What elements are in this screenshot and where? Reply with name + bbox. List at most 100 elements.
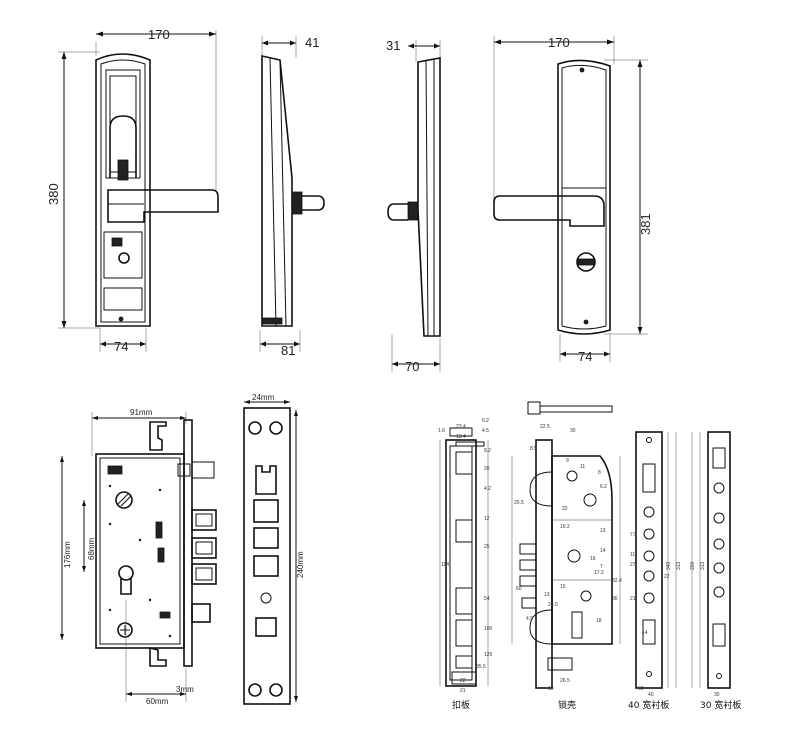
svg-text:27: 27 xyxy=(630,562,636,568)
svg-text:8.5: 8.5 xyxy=(530,446,537,452)
svg-text:15: 15 xyxy=(560,584,566,590)
svg-text:36: 36 xyxy=(612,596,618,602)
svg-text:100: 100 xyxy=(484,626,493,632)
side-escutcheon xyxy=(261,55,293,327)
svg-text:21: 21 xyxy=(460,688,466,694)
svg-text:26.5: 26.5 xyxy=(560,678,570,684)
strike-caption: 扣板 xyxy=(452,699,470,711)
screw-icon xyxy=(117,622,133,638)
strike-plate xyxy=(445,439,477,687)
strike-plate-detail: 1.6 6.2 4.5 23.4 18.4 8.2 20 4.2 12 25 5… xyxy=(438,418,493,711)
svg-text:22: 22 xyxy=(460,678,466,684)
side-back-bottom-label: 70 xyxy=(405,359,419,374)
strike-dims: 1.6 6.2 4.5 23.4 18.4 8.2 20 4.2 12 25 5… xyxy=(438,418,493,694)
svg-text:114: 114 xyxy=(441,562,449,568)
svg-text:16: 16 xyxy=(590,556,596,562)
side-back-top-label: 31 xyxy=(386,38,400,53)
faceplate-width-label: 24mm xyxy=(252,393,275,402)
mortise-body-view: 91mm 176mm 68mm xyxy=(60,408,217,706)
side-back-handle-stub xyxy=(387,203,408,221)
svg-text:4.5: 4.5 xyxy=(482,428,489,434)
faceplate-plate xyxy=(243,407,291,705)
svg-text:6.2: 6.2 xyxy=(600,484,607,490)
cylinder-hole-icon xyxy=(118,565,134,581)
svg-text:11: 11 xyxy=(630,552,635,558)
front-lever-handle xyxy=(107,189,219,223)
front-height-label: 380 xyxy=(46,183,61,205)
svg-text:22: 22 xyxy=(562,506,568,512)
svg-text:13: 13 xyxy=(544,592,550,598)
back-escutcheon xyxy=(557,59,611,335)
svg-text:22.5: 22.5 xyxy=(540,424,550,430)
svg-text:8.2: 8.2 xyxy=(484,448,491,454)
case-body xyxy=(551,455,613,645)
plate-40 xyxy=(635,431,663,689)
back-view: 170 381 74 xyxy=(493,35,653,364)
mortise-center-label: 68mm xyxy=(87,537,96,560)
deadbolt-3 xyxy=(191,563,217,585)
svg-text:20.5: 20.5 xyxy=(514,500,524,506)
svg-text:30: 30 xyxy=(570,428,576,434)
plate40-dims: 60 14 22 40 11 7.5 27 21 340 313 xyxy=(630,532,682,698)
side-thumb-knob xyxy=(302,195,325,211)
svg-text:54: 54 xyxy=(484,596,490,602)
back-height-label: 381 xyxy=(638,213,653,235)
svg-text:340: 340 xyxy=(666,561,672,570)
svg-text:25: 25 xyxy=(484,544,490,550)
plate30-caption: 30 宽衬板 xyxy=(700,699,741,711)
side-top-label: 41 xyxy=(305,35,319,50)
svg-text:1.6: 1.6 xyxy=(438,428,445,434)
svg-text:60: 60 xyxy=(516,586,522,592)
side-bottom-label: 81 xyxy=(281,343,295,358)
svg-text:7: 7 xyxy=(600,564,603,570)
svg-text:21: 21 xyxy=(630,596,636,602)
front-keypad-area xyxy=(103,231,143,279)
svg-text:313: 313 xyxy=(676,561,682,570)
lock-case-detail: 22.5 8.5 30 9 11 8 6.2 22 13 20.5 16.2 1… xyxy=(511,401,622,711)
svg-text:200: 200 xyxy=(690,561,696,570)
svg-text:313: 313 xyxy=(700,561,706,570)
side-view: 41 81 xyxy=(259,35,325,358)
svg-text:40: 40 xyxy=(648,692,654,698)
front-width-label: 170 xyxy=(148,27,170,42)
mortise-faceplate-edge xyxy=(183,419,193,667)
case-faceplate xyxy=(535,439,553,689)
svg-text:4.5: 4.5 xyxy=(526,616,533,622)
svg-text:32.4: 32.4 xyxy=(612,578,622,584)
svg-text:14: 14 xyxy=(642,630,648,636)
plate-30-detail: 200 313 30 30 宽衬板 xyxy=(690,431,741,711)
svg-text:19: 19 xyxy=(548,686,554,692)
mortise-offset-label: 3mm xyxy=(176,685,194,694)
case-dims: 22.5 8.5 30 9 11 8 6.2 22 13 20.5 16.2 1… xyxy=(514,424,622,692)
plate-30 xyxy=(707,431,731,689)
faceplate-view: 24mm 240mm xyxy=(243,393,305,705)
back-width-label: 170 xyxy=(548,35,570,50)
front-bottom-width-label: 74 xyxy=(114,339,128,354)
svg-text:4.2: 4.2 xyxy=(484,486,491,492)
back-thumbturn-icon xyxy=(576,252,596,272)
fingerprint-window xyxy=(109,115,137,178)
back-lever-handle xyxy=(493,195,605,227)
faceplate-length-label: 240mm xyxy=(296,551,305,578)
svg-text:18.4: 18.4 xyxy=(456,434,466,440)
svg-text:17.2: 17.2 xyxy=(594,570,604,576)
side-back-escutcheon xyxy=(417,57,441,337)
plate30-dims: 200 313 30 xyxy=(690,561,720,698)
svg-text:6.2: 6.2 xyxy=(482,418,489,424)
svg-text:12: 12 xyxy=(484,516,490,522)
svg-text:120: 120 xyxy=(484,652,493,658)
svg-text:28.5: 28.5 xyxy=(548,602,558,608)
latch-bolt xyxy=(191,603,211,623)
svg-text:35.5: 35.5 xyxy=(476,664,486,670)
case-caption: 锁壳 xyxy=(558,699,576,711)
svg-text:30: 30 xyxy=(714,692,720,698)
svg-text:22: 22 xyxy=(664,574,670,580)
svg-text:60: 60 xyxy=(638,686,644,692)
plate40-caption: 40 宽衬板 xyxy=(628,699,669,711)
plate-40-detail: 60 14 22 40 11 7.5 27 21 340 313 40 宽衬板 xyxy=(628,431,682,711)
svg-text:14: 14 xyxy=(600,548,606,554)
mortise-width-label: 91mm xyxy=(130,408,153,417)
svg-text:20: 20 xyxy=(484,466,490,472)
front-view: 170 380 74 xyxy=(46,27,219,354)
svg-text:13: 13 xyxy=(600,528,606,534)
